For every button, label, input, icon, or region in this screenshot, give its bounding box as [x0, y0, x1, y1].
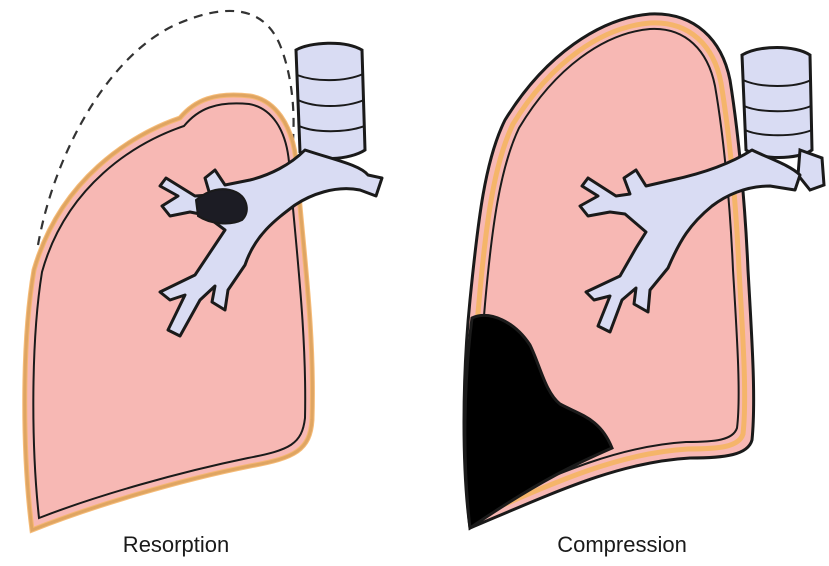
- compression-caption: Compression: [557, 532, 687, 558]
- resorption-caption: Resorption: [123, 532, 229, 558]
- collapsed-lung: [25, 95, 313, 530]
- resorption-panel: [25, 11, 382, 530]
- trachea-left: [296, 43, 365, 158]
- compression-panel: [464, 14, 824, 528]
- obstructing-mucus-plug: [196, 189, 247, 223]
